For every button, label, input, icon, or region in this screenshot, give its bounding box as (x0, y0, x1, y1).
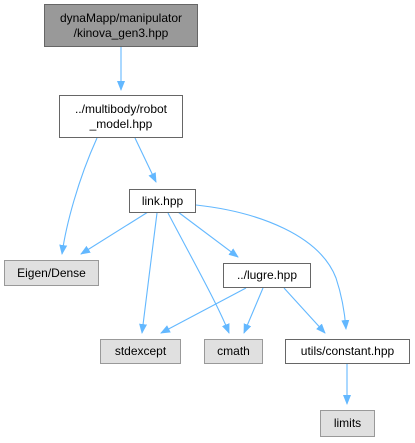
node-lugre-hpp[interactable]: ../lugre.hpp (223, 263, 311, 288)
edge-link-to-stdexcept (139, 212, 158, 334)
node-eigen-dense: Eigen/Dense (4, 260, 99, 286)
edge-link-to-lugre (177, 211, 239, 258)
edge-link-to-cmath (167, 212, 230, 334)
edge-lugre-to-stdexcept (160, 287, 247, 334)
edge-robot-model-to-eigen (59, 137, 98, 255)
node-kinova-gen3-hpp: dynaMapp/manipulator /kinova_gen3.hpp (44, 4, 198, 47)
edge-link-to-eigen (80, 211, 149, 255)
edge-lugre-to-constant (283, 287, 326, 334)
node-cmath: cmath (204, 339, 263, 364)
node-robot-model-hpp[interactable]: ../multibody/robot _model.hpp (59, 95, 183, 138)
node-link-hpp[interactable]: link.hpp (129, 189, 196, 213)
edge-lugre-to-cmath (243, 287, 264, 334)
edge-robot-model-to-link (134, 137, 157, 183)
edge-link-to-constant (195, 204, 350, 330)
node-utils-constant-hpp[interactable]: utils/constant.hpp (285, 339, 410, 364)
node-limits: limits (320, 410, 375, 437)
graph-edges (59, 47, 351, 405)
node-stdexcept: stdexcept (100, 339, 181, 364)
